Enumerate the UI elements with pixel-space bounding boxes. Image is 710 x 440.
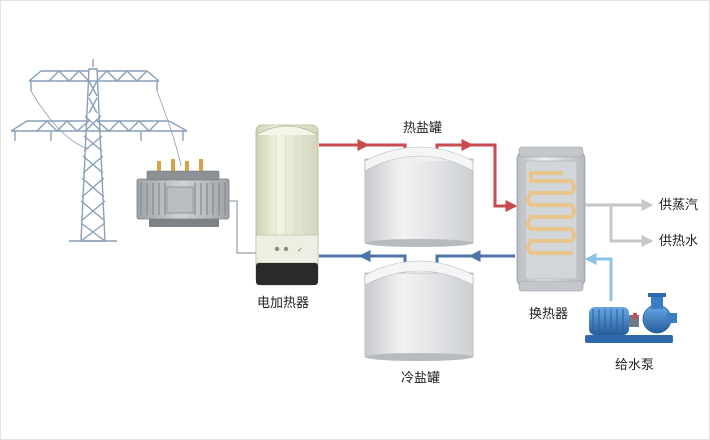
hot-salt-tank [364, 146, 474, 247]
power-cable [229, 200, 257, 254]
feed-water-pipe [584, 253, 613, 301]
steam-supply-label: 供蒸汽 [659, 198, 699, 213]
transmission-tower-icon [10, 59, 188, 242]
hot-salt-tank-label: 热盐罐 [403, 121, 443, 136]
transformer-icon [136, 159, 230, 227]
heat-exchanger-coil [526, 171, 576, 255]
electric-heater: ✓ [255, 124, 319, 286]
feed-pump-label: 给水泵 [615, 358, 655, 373]
hot-water-supply-label: 供热水 [659, 234, 699, 249]
heat-exchanger [516, 146, 586, 292]
pump-icon [585, 293, 677, 343]
electric-heater-label: 电加热器 [257, 296, 310, 311]
hot-water-output-pipe [609, 205, 654, 247]
cold-salt-tank-label: 冷盐罐 [401, 371, 441, 386]
svg-text:✓: ✓ [297, 246, 303, 254]
cold-salt-tank [364, 260, 474, 361]
heat-exchanger-label: 换热器 [529, 307, 569, 322]
